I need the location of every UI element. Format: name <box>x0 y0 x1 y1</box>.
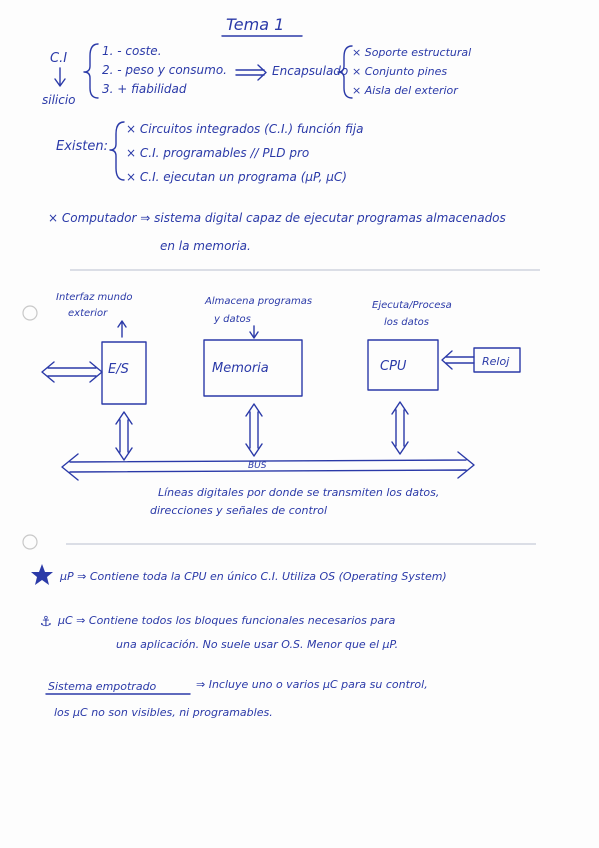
memory-box <box>203 339 303 397</box>
bus-caption: Líneas digitales por donde se transmiten… <box>158 486 439 499</box>
cpu-bus-arrow-icon <box>391 401 409 455</box>
cpu-box <box>367 339 439 391</box>
punch-hole <box>22 534 38 550</box>
embedded-label: Sistema empotrado <box>48 680 157 693</box>
io-bus-arrow-icon <box>115 411 133 461</box>
existen-item-1: × Circuitos integrados (C.I.) función fi… <box>126 122 363 136</box>
ci-item-2: 2. - peso y consumo. <box>102 63 227 77</box>
down-arrow-icon <box>54 67 66 87</box>
punch-hole <box>22 305 38 321</box>
encapsulado-label: Encapsulado <box>272 64 348 78</box>
ci-label: C.I <box>50 51 67 66</box>
io-note: Interfaz mundo <box>56 292 132 303</box>
bus-arrow <box>61 451 475 481</box>
encapsulado-item-2: × Conjunto pines <box>352 65 447 78</box>
bus-label: BUS <box>248 461 267 471</box>
embedded-definition-cont: los μC no son visibles, ni programables. <box>54 706 273 719</box>
embedded-definition: ⇒ Incluye uno o varios μC para su contro… <box>196 678 428 691</box>
cpu-box-label: CPU <box>380 359 407 374</box>
encapsulado-item-3: × Aisla del exterior <box>352 84 459 97</box>
implies-arrow-icon <box>235 64 267 81</box>
up-definition: μP ⇒ Contiene toda la CPU en único C.I. … <box>59 570 447 583</box>
silicio-label: silicio <box>42 93 76 107</box>
memory-note-cont: y datos <box>213 314 251 325</box>
computador-definition-cont: en la memoria. <box>160 239 251 253</box>
clock-box <box>473 347 521 373</box>
down-arrow-icon <box>249 325 259 339</box>
existen-item-2: × C.I. programables // PLD pro <box>126 146 309 160</box>
memory-box-label: Memoria <box>212 361 269 376</box>
memory-note: Almacena programas <box>204 296 312 307</box>
brace-icon <box>83 43 99 99</box>
brace-icon <box>337 45 353 99</box>
clock-label: Reloj <box>482 355 510 368</box>
memory-bus-arrow-icon <box>245 403 263 457</box>
existen-item-3: × C.I. ejecutan un programa (μP, μC) <box>126 170 347 184</box>
cpu-note-cont: los datos <box>384 317 429 328</box>
bus-caption-cont: direcciones y señales de control <box>150 504 327 517</box>
page-title: Tema 1 <box>226 15 284 34</box>
io-box-label: E/S <box>108 362 129 377</box>
uc-definition: μC ⇒ Contiene todos los bloques funciona… <box>57 614 396 627</box>
up-arrow-icon <box>117 320 127 338</box>
ci-item-1: 1. - coste. <box>102 44 162 58</box>
computador-definition: × Computador ⇒ sistema digital capaz de … <box>48 211 506 225</box>
existen-label: Existen: <box>56 139 108 154</box>
clock-arrow-icon <box>441 350 475 370</box>
io-box <box>101 341 147 405</box>
io-exterior-arrow-icon <box>41 361 103 383</box>
brace-icon <box>109 121 125 181</box>
uc-definition-cont: una aplicación. No suele usar O.S. Menor… <box>116 638 398 651</box>
io-note-cont: exterior <box>68 308 108 319</box>
cpu-note: Ejecuta/Procesa <box>372 300 452 311</box>
ci-item-3: 3. + fiabilidad <box>102 82 187 96</box>
encapsulado-item-1: × Soporte estructural <box>352 46 471 59</box>
uc-marker-icon: ⚓ <box>40 614 51 630</box>
star-icon <box>31 564 53 585</box>
